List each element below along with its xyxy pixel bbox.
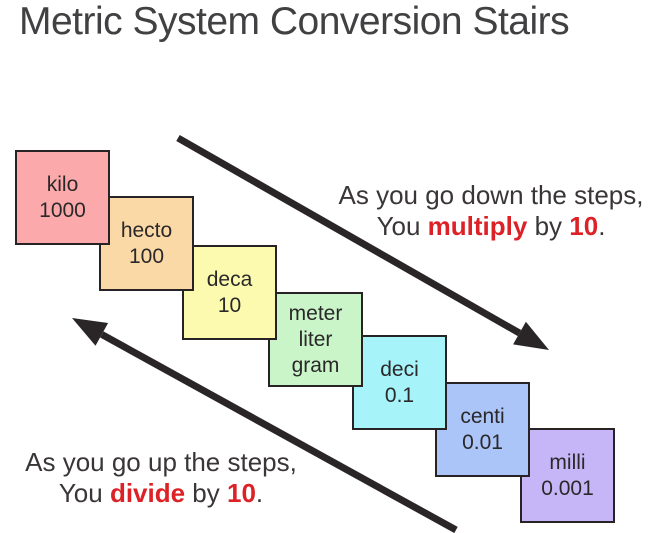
stair-deci-label: deci	[380, 357, 419, 381]
stair-centi-label: 0.01	[462, 430, 503, 454]
up-steps-note: As you go up the steps, You divide by 10…	[0, 447, 322, 509]
down-steps-note-line2: You multiply by 10.	[326, 211, 656, 242]
up-note-end: .	[255, 478, 264, 508]
up-note-pre: You	[58, 478, 110, 508]
stair-deci-label: 0.1	[384, 383, 415, 407]
down-note-end: .	[598, 211, 606, 241]
up-steps-note-line2: You divide by 10.	[0, 478, 322, 509]
diagram-title: Metric System Conversion Stairs	[19, 0, 570, 43]
stair-hecto-label: hecto	[120, 218, 173, 242]
down-steps-note: As you go down the steps, You multiply b…	[326, 180, 656, 242]
down-note-verb: multiply	[427, 211, 528, 241]
stair-hecto-label: 100	[128, 244, 165, 268]
up-note-verb: divide	[109, 478, 186, 508]
stair-milli-label: 0.001	[541, 476, 594, 500]
stair-milli-label: milli	[549, 450, 586, 474]
stair-base-units-label: meter	[288, 301, 343, 325]
up-note-mid: by	[185, 478, 227, 508]
stair-base-units-label: gram	[291, 353, 340, 377]
down-note-pre: You	[376, 211, 428, 241]
stair-deca-label: 10	[217, 293, 242, 317]
down-note-mid: by	[527, 211, 570, 241]
stair-kilo-label: kilo	[46, 172, 79, 196]
stair-base-units-label: liter	[298, 327, 333, 351]
stair-deca-label: deca	[206, 267, 253, 291]
stair-kilo-label: 1000	[39, 198, 86, 222]
stair-centi-label: centi	[460, 404, 505, 428]
down-note-number: 10	[569, 211, 599, 241]
up-note-number: 10	[227, 478, 256, 508]
up-arrowhead-icon	[72, 318, 109, 346]
down-steps-note-line1: As you go down the steps,	[338, 180, 644, 210]
up-steps-note-line1: As you go up the steps,	[25, 447, 297, 477]
down-arrowhead-icon	[513, 321, 549, 350]
